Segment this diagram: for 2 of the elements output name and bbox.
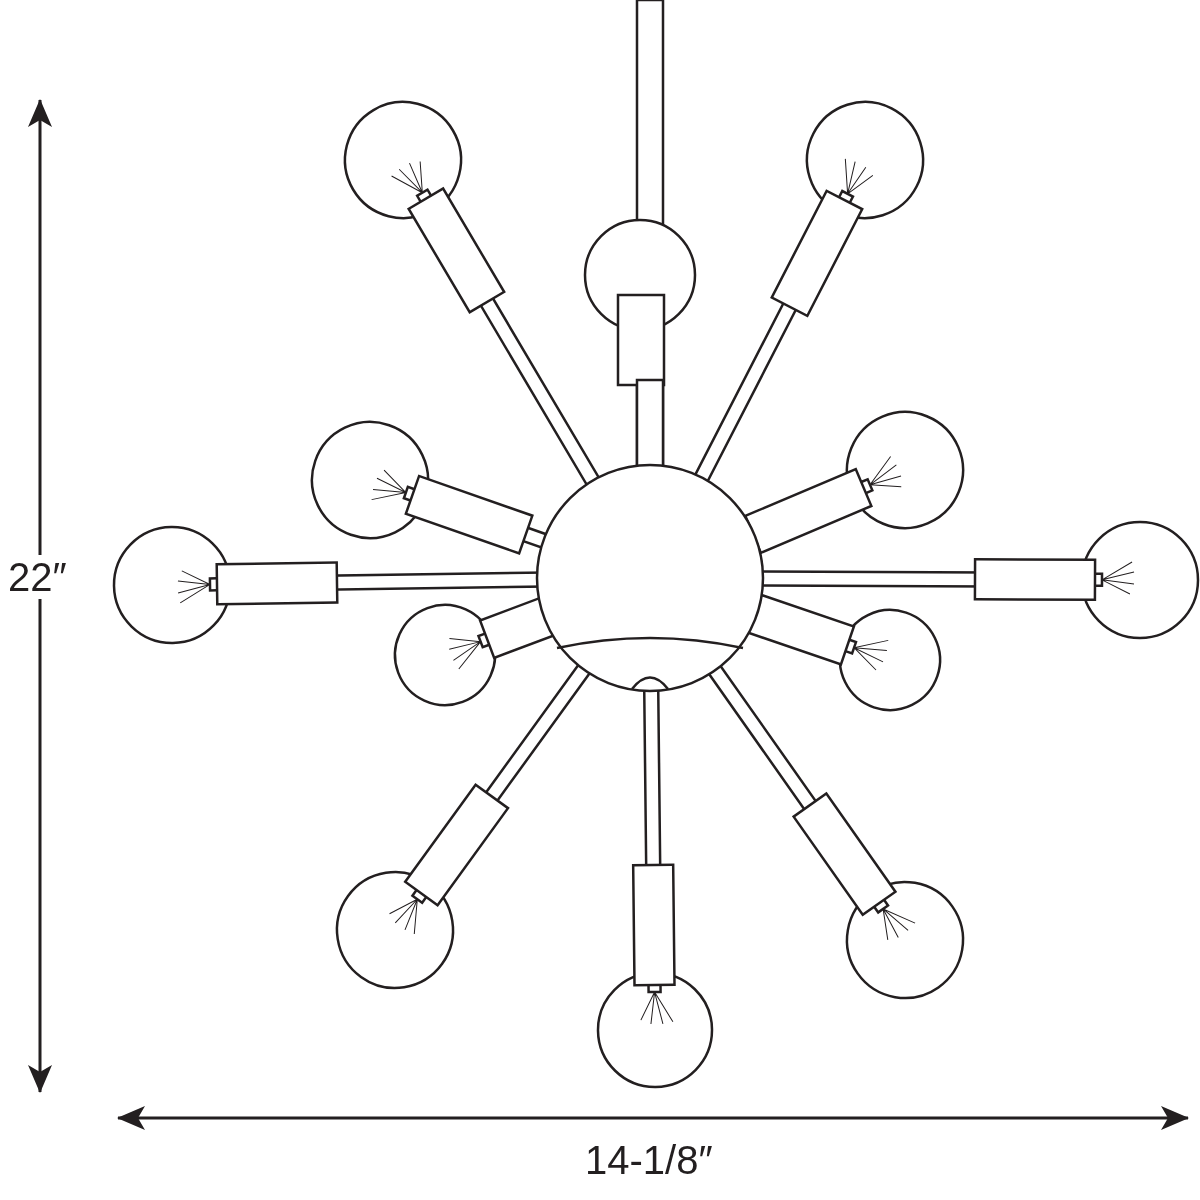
dimension-label: 14-1/8″: [585, 1140, 713, 1180]
dimension-label: 22″: [8, 555, 67, 599]
